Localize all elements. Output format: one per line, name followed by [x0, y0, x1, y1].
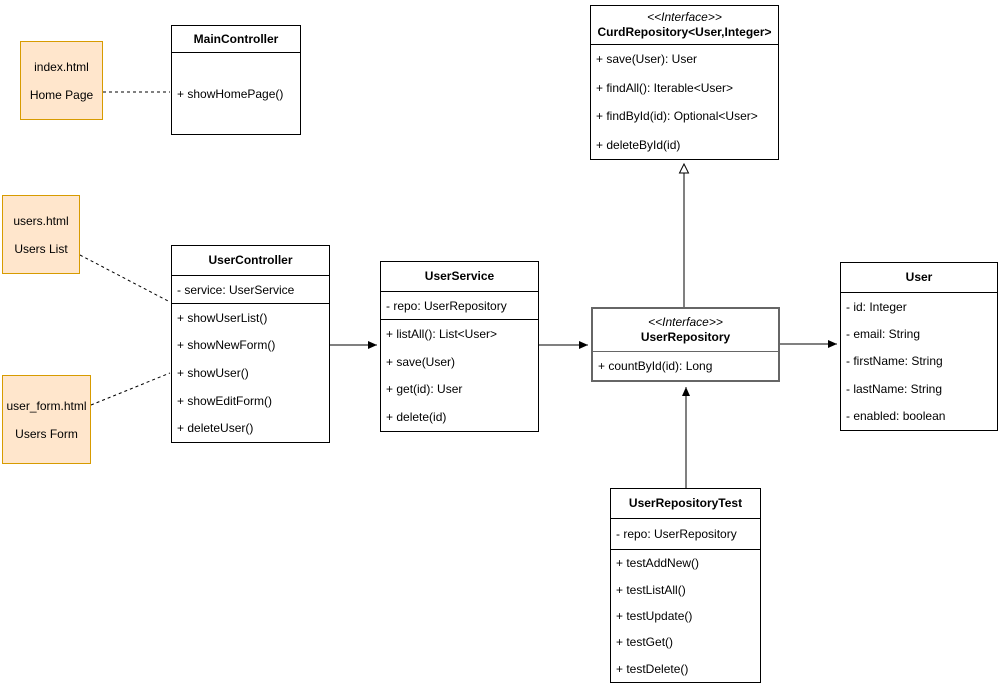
attribute-row: - firstName: String — [846, 354, 943, 369]
methods-compartment: + save(User): User + findAll(): Iterable… — [591, 45, 778, 159]
class-main-controller[interactable]: MainController + showHomePage() — [171, 25, 301, 135]
class-title: UserController — [172, 246, 329, 276]
note-index-page[interactable]: index.html Home Page — [20, 41, 103, 120]
note-label: Users Form — [15, 426, 78, 441]
method-row: + testListAll() — [616, 582, 686, 597]
method-row: + showNewForm() — [177, 338, 276, 353]
class-curd-repository[interactable]: <<Interface>> CurdRepository<User,Intege… — [590, 5, 779, 160]
method-row: + testAddNew() — [616, 556, 700, 571]
methods-compartment: + showHomePage() — [172, 53, 300, 134]
class-name: UserRepository — [640, 330, 731, 344]
class-name: MainController — [193, 31, 279, 46]
class-user-service[interactable]: UserService - repo: UserRepository + lis… — [380, 261, 539, 432]
class-name: User — [905, 270, 933, 284]
method-row: + deleteUser() — [177, 421, 254, 436]
method-row: + testGet() — [616, 635, 674, 650]
class-title: User — [841, 263, 997, 293]
method-row: + testDelete() — [616, 661, 689, 676]
attributes-compartment: - service: UserService — [172, 276, 329, 304]
class-stereotype: <<Interface>> — [647, 10, 722, 24]
method-row: + listAll(): List<User> — [386, 326, 498, 341]
note-users-list[interactable]: users.html Users List — [2, 195, 80, 274]
class-title: UserRepositoryTest — [611, 489, 760, 519]
methods-compartment: + testAddNew() + testListAll() + testUpd… — [611, 550, 760, 682]
method-row: + findById(id): Optional<User> — [596, 109, 758, 124]
attribute-row: - service: UserService — [177, 282, 295, 297]
method-row: + testUpdate() — [616, 608, 693, 623]
attribute-row: - repo: UserRepository — [386, 298, 507, 313]
note-label: Users List — [14, 241, 68, 256]
class-title: UserService — [381, 262, 538, 292]
note-file-name: user_form.html — [6, 398, 87, 413]
attributes-compartment: - id: Integer - email: String - firstNam… — [841, 293, 997, 430]
methods-compartment: + countById(id): Long — [593, 352, 778, 380]
class-user[interactable]: User - id: Integer - email: String - fir… — [840, 262, 998, 431]
method-row: + findAll(): Iterable<User> — [596, 80, 734, 95]
class-title: <<Interface>> CurdRepository<User,Intege… — [591, 6, 778, 45]
class-name: UserRepositoryTest — [628, 496, 743, 510]
class-title: MainController — [172, 26, 300, 53]
methods-compartment: + listAll(): List<User> + save(User) + g… — [381, 320, 538, 431]
method-row: + get(id): User — [386, 382, 463, 397]
method-row: + showUserList() — [177, 310, 268, 325]
method-row: + countById(id): Long — [598, 359, 713, 373]
attribute-row: - enabled: boolean — [846, 409, 946, 424]
note-file-name: index.html — [34, 59, 89, 74]
methods-compartment: + showUserList() + showNewForm() + showU… — [172, 304, 329, 442]
method-row: + showEditForm() — [177, 393, 273, 408]
method-row: + save(User) — [386, 354, 456, 369]
edge-usersform-usercontroller[interactable] — [90, 372, 171, 406]
attributes-compartment: - repo: UserRepository — [381, 292, 538, 320]
class-name: CurdRepository<User,Integer> — [597, 25, 772, 39]
method-row: + showUser() — [177, 365, 249, 380]
method-row: + save(User): User — [596, 52, 698, 67]
attribute-row: - id: Integer — [846, 299, 907, 314]
class-user-repository-test[interactable]: UserRepositoryTest - repo: UserRepositor… — [610, 488, 761, 683]
class-name: UserService — [424, 269, 495, 283]
note-file-name: users.html — [13, 213, 69, 228]
method-row: + deleteById(id) — [596, 137, 681, 152]
method-row: + showHomePage() — [177, 86, 284, 101]
attribute-row: - lastName: String — [846, 381, 943, 396]
attributes-compartment: - repo: UserRepository — [611, 519, 760, 550]
class-user-controller[interactable]: UserController - service: UserService + … — [171, 245, 330, 443]
attribute-row: - email: String — [846, 327, 921, 342]
edge-userslist-usercontroller[interactable] — [79, 254, 171, 303]
class-stereotype: <<Interface>> — [648, 315, 723, 329]
class-title: <<Interface>> UserRepository — [593, 309, 778, 352]
class-user-repository[interactable]: <<Interface>> UserRepository + countById… — [591, 307, 780, 382]
attribute-row: - repo: UserRepository — [616, 527, 737, 541]
class-name: UserController — [208, 253, 293, 267]
note-users-form[interactable]: user_form.html Users Form — [2, 375, 91, 464]
method-row: + delete(id) — [386, 410, 447, 425]
note-label: Home Page — [29, 87, 94, 102]
